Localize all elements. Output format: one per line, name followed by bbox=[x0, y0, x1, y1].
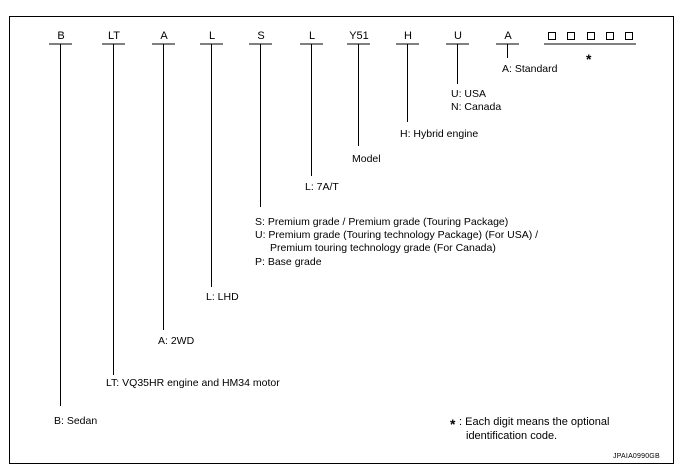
label-engine: LT: VQ35HR engine and HM34 motor bbox=[106, 377, 280, 389]
label-drive: A: 2WD bbox=[158, 335, 195, 347]
option-digit-box bbox=[567, 32, 575, 40]
code-s: S bbox=[257, 30, 265, 42]
label-grade-s: S: Premium grade / Premium grade (Tourin… bbox=[255, 216, 509, 228]
code-h: H bbox=[404, 30, 412, 42]
code-a2: A bbox=[504, 30, 512, 42]
label-grade-p: P: Base grade bbox=[255, 256, 322, 268]
footnote-line2: identification code. bbox=[466, 430, 558, 442]
footnote-line1: : Each digit means the optional bbox=[459, 416, 610, 428]
label-grade-u: U: Premium grade (Touring technology Pac… bbox=[255, 229, 539, 241]
label-model: Model bbox=[352, 153, 381, 165]
code-l: L bbox=[208, 30, 216, 42]
label-steering: L: LHD bbox=[206, 291, 239, 303]
label-grade-u-canada: Premium touring technology grade (For Ca… bbox=[270, 242, 496, 254]
option-digit-box bbox=[548, 32, 556, 40]
figure-reference-code: JPAIA0990GB bbox=[613, 453, 660, 460]
asterisk-marker: * bbox=[586, 51, 592, 67]
label-transmission: L: 7A/T bbox=[305, 181, 339, 193]
label-canada: N: Canada bbox=[451, 101, 502, 113]
footnote-asterisk: * bbox=[450, 416, 456, 432]
code-u: U bbox=[454, 30, 462, 42]
label-hybrid: H: Hybrid engine bbox=[400, 128, 479, 140]
option-digit-box bbox=[587, 32, 595, 40]
code-a: A bbox=[160, 30, 168, 42]
code-y51: Y51 bbox=[349, 30, 369, 42]
label-sedan: B: Sedan bbox=[54, 415, 98, 427]
code-b: B bbox=[57, 30, 65, 42]
diagram-frame bbox=[9, 16, 674, 464]
option-digit-box bbox=[606, 32, 614, 40]
code-lt: LT bbox=[107, 30, 121, 42]
code-l2: L bbox=[308, 30, 316, 42]
label-usa: U: USA bbox=[451, 88, 487, 100]
option-digit-box bbox=[625, 32, 633, 40]
label-standard: A: Standard bbox=[502, 63, 558, 75]
